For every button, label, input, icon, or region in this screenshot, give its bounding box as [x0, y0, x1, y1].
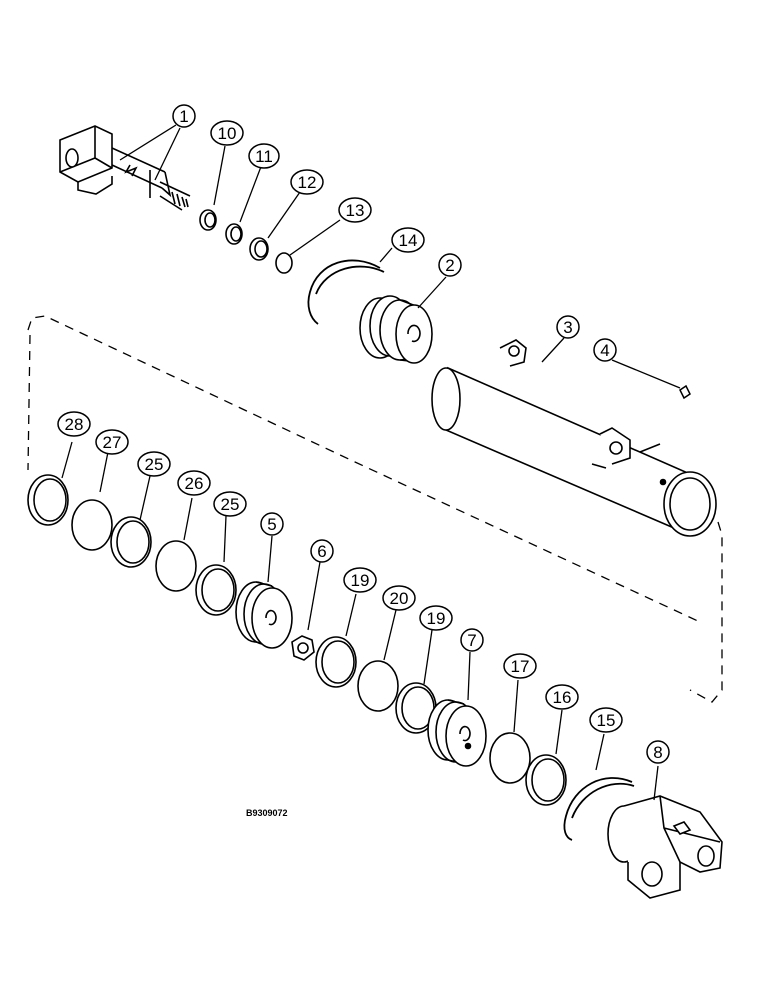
callout-label: 26 [185, 474, 204, 493]
leader-lines [61, 124, 681, 801]
callout-label: 8 [653, 743, 662, 762]
drawing-code: B9309072 [246, 808, 288, 818]
seal-part-26 [155, 540, 197, 592]
callout-2: 2 [438, 253, 462, 277]
callout-5: 5 [260, 512, 284, 536]
piston-part-5 [235, 581, 293, 649]
end-cap-part-8 [607, 795, 723, 899]
callout-label: 14 [399, 231, 418, 250]
callout-label: 3 [563, 318, 572, 337]
snap-ring-part-14 [307, 259, 385, 325]
callout-label: 16 [553, 688, 572, 707]
callout-10: 10 [210, 120, 244, 146]
callout-12: 12 [290, 169, 324, 195]
seal-part-17 [489, 732, 531, 784]
piston-rod-part [59, 125, 191, 211]
callout-14: 14 [391, 227, 425, 253]
wear-ring-part-25 [110, 516, 152, 568]
cylinder-barrel-part-3 [431, 339, 717, 537]
callout-label: 2 [445, 256, 454, 275]
seal-part-10 [199, 209, 217, 231]
callout-13: 13 [338, 197, 372, 223]
callout-label: 13 [346, 201, 365, 220]
wear-ring-part-25-second [195, 564, 237, 616]
seal-ring-part-16 [525, 754, 567, 806]
callout-label: 11 [255, 147, 273, 166]
callout-16: 16 [545, 684, 579, 710]
callout-label: 25 [221, 495, 240, 514]
callout-label: 27 [103, 433, 122, 452]
backup-ring-part-27 [71, 499, 113, 551]
callout-label: 19 [427, 609, 446, 628]
callout-25-second: 25 [213, 491, 247, 517]
callout-label: 17 [511, 657, 530, 676]
callout-6: 6 [310, 539, 334, 563]
snap-ring-part-15 [563, 777, 635, 841]
nut-part-6 [291, 635, 315, 661]
gland-part-2 [359, 295, 433, 364]
callout-label: 12 [298, 173, 317, 192]
callout-17: 17 [503, 653, 537, 679]
callout-1: 1 [172, 104, 196, 128]
callout-28: 28 [57, 411, 91, 437]
callout-7: 7 [460, 628, 484, 652]
callout-label: 1 [179, 107, 188, 126]
callout-label: 25 [145, 455, 164, 474]
seal-part-20 [357, 660, 399, 712]
grease-fitting-part-4 [679, 384, 691, 400]
callout-3: 3 [556, 315, 580, 339]
o-ring-part-13 [275, 252, 293, 274]
assembly-guide-dashed-line [27, 315, 723, 703]
callout-8: 8 [646, 740, 670, 764]
callout-label: 7 [467, 631, 476, 650]
seal-part-11 [225, 223, 243, 245]
callout-20: 20 [382, 585, 416, 611]
callout-label: 28 [65, 415, 84, 434]
seal-ring-part-28 [27, 474, 69, 526]
callout-26: 26 [177, 470, 211, 496]
piston-part-7 [427, 699, 487, 767]
wear-ring-part-19 [315, 636, 357, 688]
callout-25: 25 [137, 451, 171, 477]
callout-27: 27 [95, 429, 129, 455]
callout-4: 4 [593, 338, 617, 362]
callout-label: 5 [267, 515, 276, 534]
callout-label: 10 [218, 124, 237, 143]
callout-label: 19 [351, 571, 370, 590]
seal-part-12 [249, 237, 269, 261]
callout-label: 4 [600, 341, 609, 360]
callout-15: 15 [589, 707, 623, 733]
callout-19: 19 [343, 567, 377, 593]
callout-label: 20 [390, 589, 409, 608]
callout-19-second: 19 [419, 605, 453, 631]
callout-label: 6 [317, 542, 326, 561]
callout-bubbles: 1 10 11 12 13 14 2 3 [57, 104, 670, 764]
callout-11: 11 [248, 143, 280, 169]
callout-label: 15 [597, 711, 616, 730]
